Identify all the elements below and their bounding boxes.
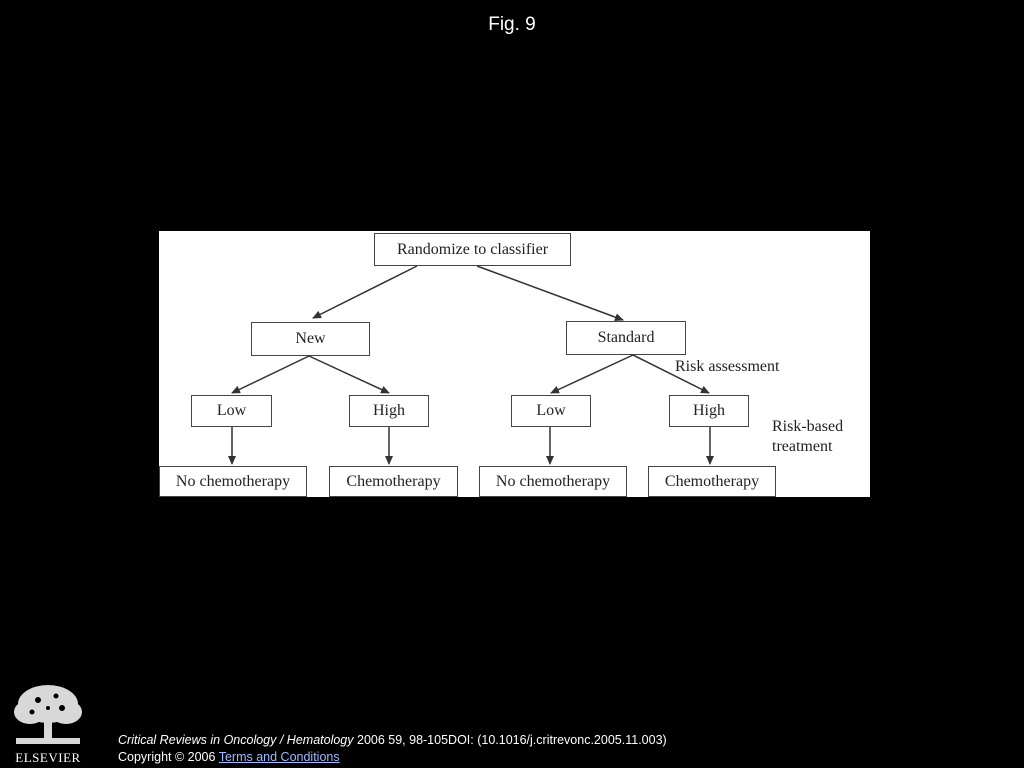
arrow-standard-to-low xyxy=(550,354,634,394)
flowchart-connectors xyxy=(228,265,714,465)
node-standard-high: High xyxy=(669,395,749,427)
node-standard-high-chemotherapy: Chemotherapy xyxy=(648,466,776,497)
flowchart-panel: Randomize to classifier New Standard Low… xyxy=(159,231,870,497)
annotation-risk-based-line1: Risk-based xyxy=(772,418,844,435)
node-new: New xyxy=(251,322,370,356)
annotation-risk-based-line2: treatment xyxy=(772,438,833,455)
arrow-root-to-new xyxy=(312,265,418,319)
elsevier-logo: ELSEVIER xyxy=(10,682,86,766)
copyright-line: Copyright © 2006 Terms and Conditions xyxy=(118,749,667,766)
node-standard: Standard xyxy=(566,321,686,355)
node-new-low-no-chemotherapy: No chemotherapy xyxy=(159,466,307,497)
arrow-standard-to-high xyxy=(632,354,710,394)
node-standard-low: Low xyxy=(511,395,591,427)
journal-name: Critical Reviews in Oncology / Hematolog… xyxy=(118,733,354,747)
arrow-new-to-high xyxy=(308,355,390,394)
node-new-low: Low xyxy=(191,395,272,427)
node-new-high: High xyxy=(349,395,429,427)
annotation-risk-assessment: Risk assessment xyxy=(675,358,780,375)
figure-title: Fig. 9 xyxy=(488,14,536,35)
elsevier-logo-text: ELSEVIER xyxy=(15,750,81,765)
terms-and-conditions-link[interactable]: Terms and Conditions xyxy=(218,750,340,764)
copyright-text: Copyright © 2006 xyxy=(118,750,219,764)
arrow-root-to-standard xyxy=(476,265,624,321)
citation-line: Critical Reviews in Oncology / Hematolog… xyxy=(118,732,667,749)
citation-details: 2006 59, 98-105DOI: (10.1016/j.critrevon… xyxy=(353,733,667,747)
annotation-risk-based-treatment: Risk-based treatment xyxy=(772,417,843,457)
node-standard-low-no-chemotherapy: No chemotherapy xyxy=(479,466,627,497)
node-randomize-to-classifier: Randomize to classifier xyxy=(374,233,571,266)
arrow-new-to-low xyxy=(231,355,310,394)
elsevier-tree-icon xyxy=(14,685,82,744)
citation-block: Critical Reviews in Oncology / Hematolog… xyxy=(118,732,667,766)
node-new-high-chemotherapy: Chemotherapy xyxy=(329,466,458,497)
